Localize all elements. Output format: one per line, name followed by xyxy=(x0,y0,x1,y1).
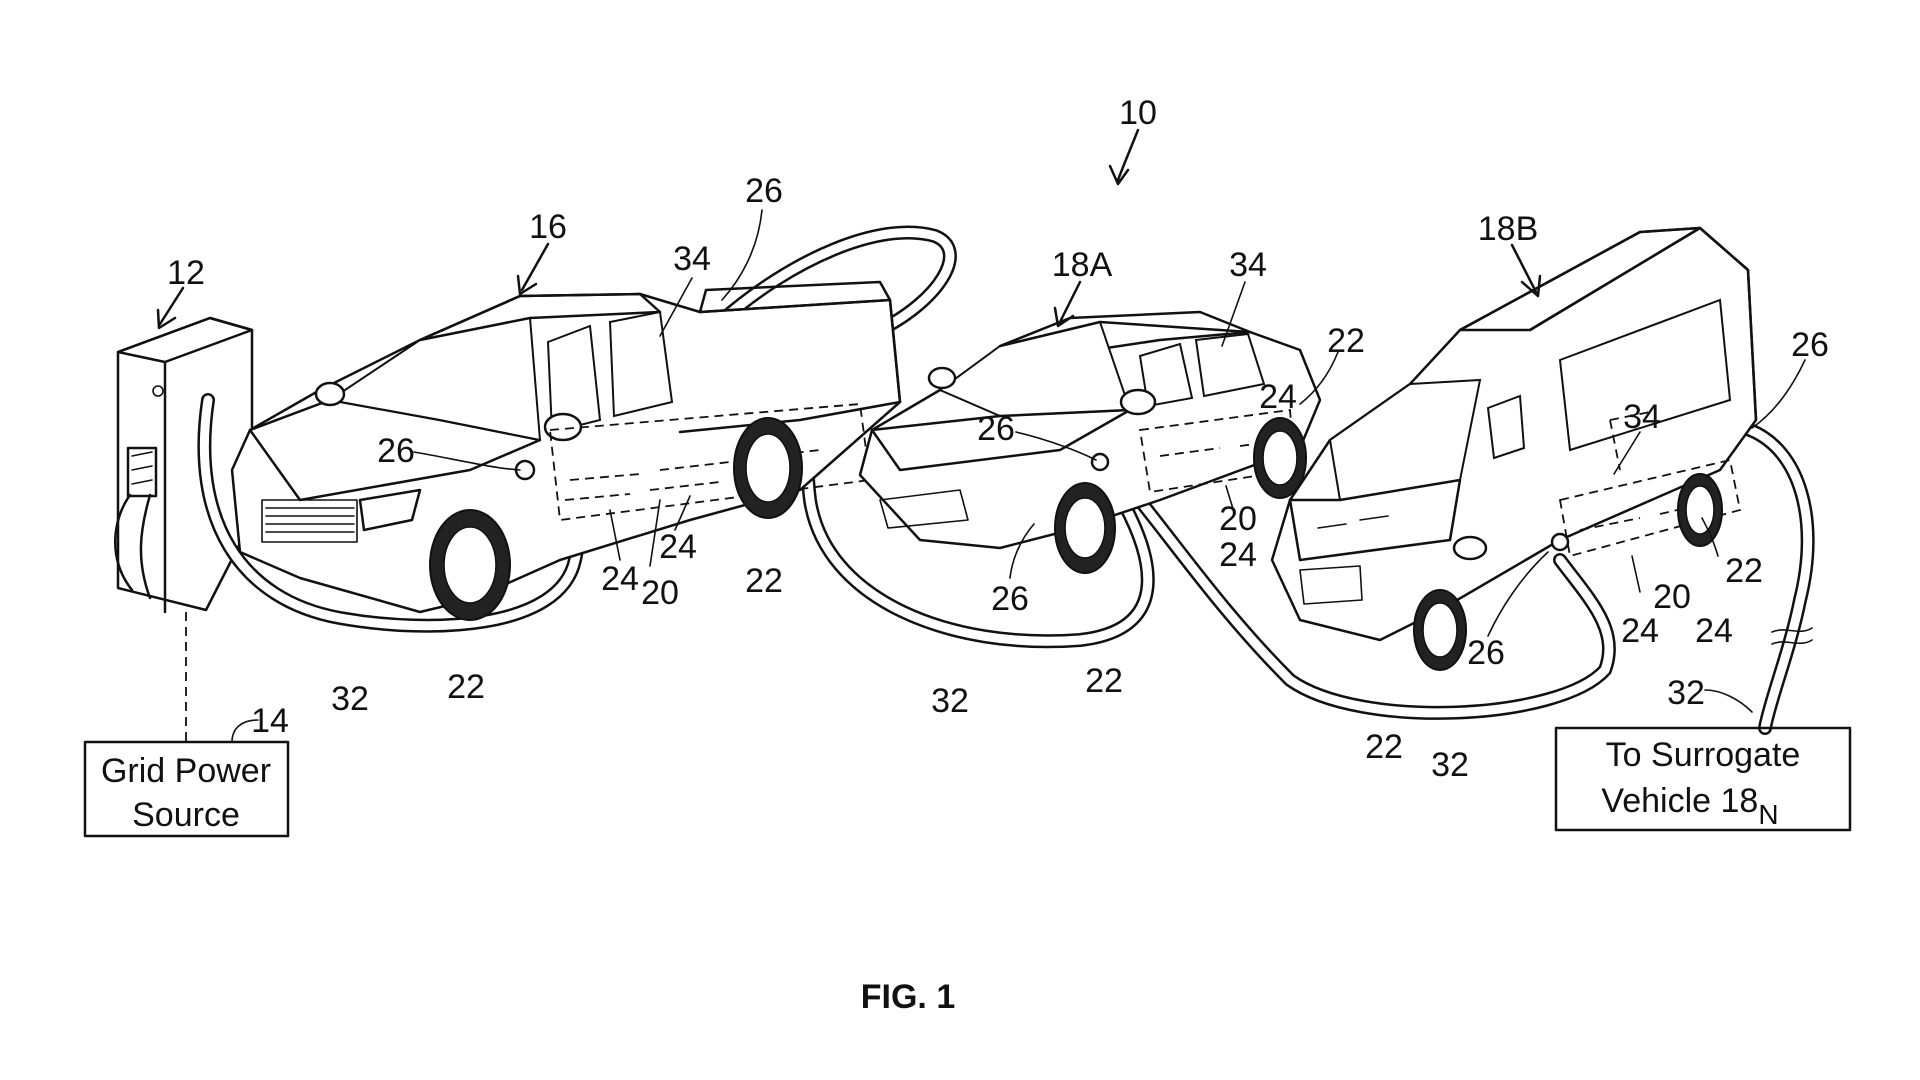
ref-26-van: 26 xyxy=(1467,634,1505,672)
ref-34-sedan: 34 xyxy=(1229,246,1267,284)
ref-24-van-a: 24 xyxy=(1621,612,1659,650)
ref-22-sedan-front: 22 xyxy=(1085,662,1123,700)
ref-22-van-front: 22 xyxy=(1365,728,1403,766)
reference-numerals: 10 12 14 16 18A 18B 26 26 26 26 26 26 34… xyxy=(167,94,1829,784)
surrogate-box-subscript: N xyxy=(1758,799,1778,830)
ref-26-truck: 26 xyxy=(377,432,415,470)
ref-20-sedan: 20 xyxy=(1219,500,1257,538)
grid-box-line2: Source xyxy=(132,796,240,834)
ref-22-truck-rear: 22 xyxy=(745,562,783,600)
ref-26-sedan-low: 26 xyxy=(991,580,1029,618)
figure-caption: FIG. 1 xyxy=(861,978,955,1016)
ref-22-sedan-rear: 22 xyxy=(1327,322,1365,360)
grid-power-source-box: Grid Power Source xyxy=(83,740,290,838)
ref-16: 16 xyxy=(529,208,567,246)
ref-24-sedan-b: 24 xyxy=(1219,536,1257,574)
ref-32-c: 32 xyxy=(1431,746,1469,784)
surrogate-box-line2-wrap: Vehicle 18N xyxy=(1601,782,1778,830)
surrogate-box-line1: To Surrogate xyxy=(1606,736,1801,774)
ref-26-van-rear: 26 xyxy=(1791,326,1829,364)
ref-24-truck-b: 24 xyxy=(601,560,639,598)
ref-18a: 18A xyxy=(1052,246,1113,284)
ref-20-truck: 20 xyxy=(641,574,679,612)
ref-24-sedan-a: 24 xyxy=(1259,378,1297,416)
ref-34-truck: 34 xyxy=(673,240,711,278)
tow-vehicle-truck xyxy=(230,280,902,621)
surrogate-vehicle-van xyxy=(1270,226,1758,671)
surrogate-box-line2: Vehicle 18 xyxy=(1601,782,1758,820)
ref-32-b: 32 xyxy=(931,682,969,720)
surrogate-vehicle-sedan xyxy=(858,310,1322,574)
ref-32-a: 32 xyxy=(331,680,369,718)
grid-box-line1: Grid Power xyxy=(101,752,271,790)
ref-14: 14 xyxy=(251,702,289,740)
ref-34-van: 34 xyxy=(1623,398,1661,436)
charging-station xyxy=(114,316,254,614)
ref-22-truck-front: 22 xyxy=(447,668,485,706)
ref-22-van-rear: 22 xyxy=(1725,552,1763,590)
ref-24-truck-a: 24 xyxy=(659,528,697,566)
ref-18b: 18B xyxy=(1478,210,1539,248)
leader-lines xyxy=(156,128,1806,743)
ref-26-sedan-front: 26 xyxy=(977,410,1015,448)
ref-32-d: 32 xyxy=(1667,674,1705,712)
ref-26-truck-bed: 26 xyxy=(745,172,783,210)
to-surrogate-vehicle-box: To Surrogate Vehicle 18N xyxy=(1554,726,1852,832)
ref-24-van-b: 24 xyxy=(1695,612,1733,650)
ref-20-van: 20 xyxy=(1653,578,1691,616)
ref-10: 10 xyxy=(1119,94,1157,132)
ref-12: 12 xyxy=(167,254,205,292)
